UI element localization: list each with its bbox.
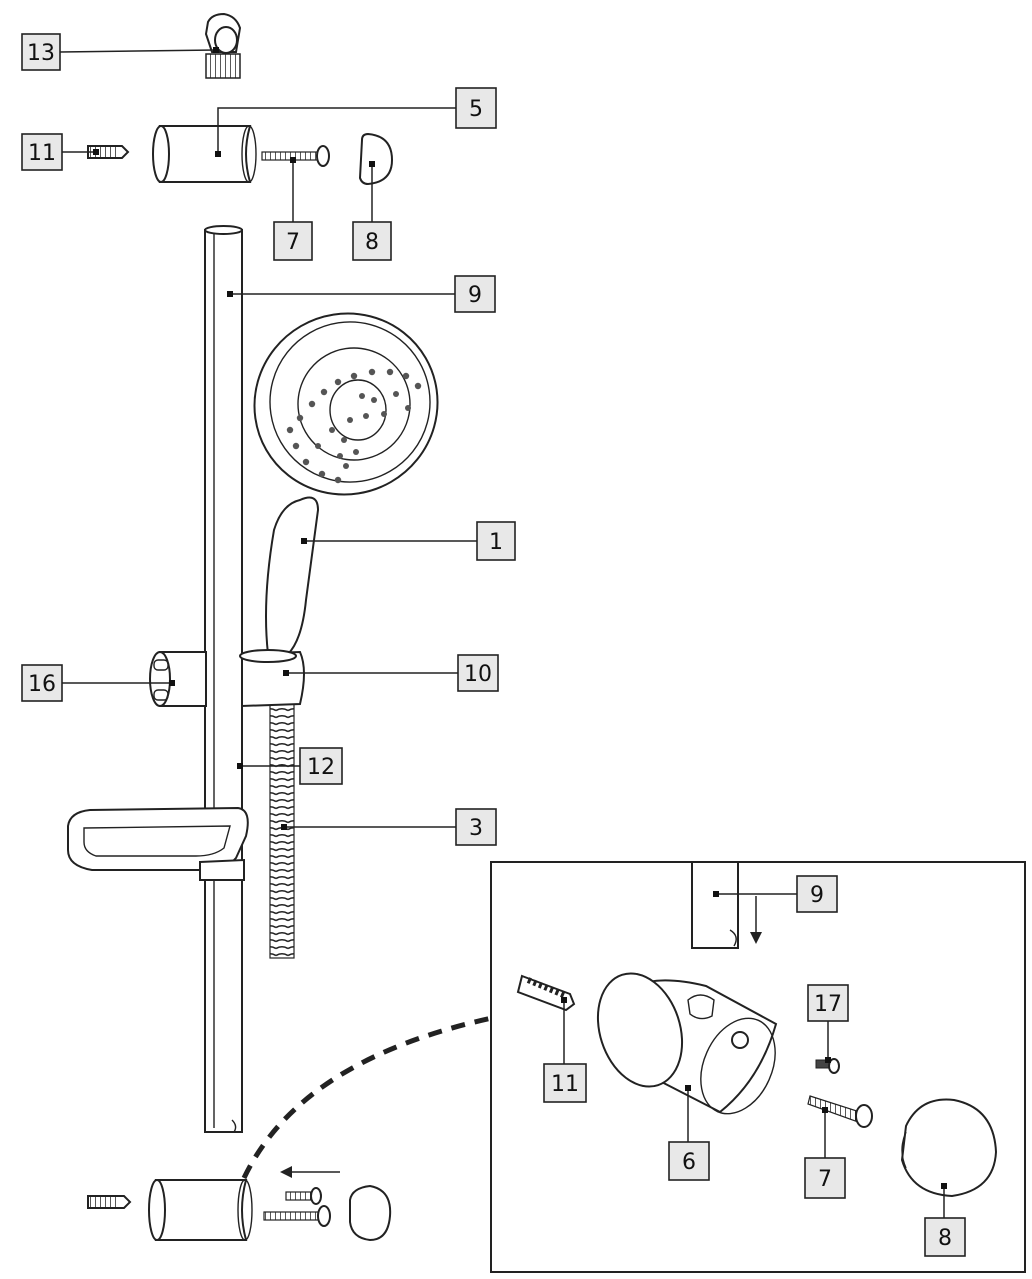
callout-16: 16 bbox=[21, 664, 63, 702]
inset-callout-8: 8 bbox=[924, 1217, 966, 1257]
svg-text:1: 1 bbox=[489, 530, 503, 555]
svg-text:8: 8 bbox=[938, 1226, 952, 1251]
inset-callout-6: 6 bbox=[668, 1141, 710, 1181]
svg-text:7: 7 bbox=[818, 1167, 832, 1192]
svg-text:17: 17 bbox=[814, 992, 842, 1017]
svg-text:12: 12 bbox=[307, 755, 335, 780]
top-bracket-part bbox=[152, 125, 257, 183]
inset-wall-plug-part bbox=[516, 974, 576, 1012]
inset-rail-end-part bbox=[691, 861, 762, 949]
inset-screw-part bbox=[807, 1095, 873, 1128]
inset-callout-17: 17 bbox=[807, 984, 849, 1022]
inset-callout-9: 9 bbox=[796, 875, 838, 913]
svg-text:3: 3 bbox=[469, 816, 483, 841]
inset-bracket-part bbox=[596, 972, 778, 1115]
svg-text:6: 6 bbox=[682, 1150, 696, 1175]
svg-text:11: 11 bbox=[551, 1072, 579, 1097]
svg-text:13: 13 bbox=[27, 41, 55, 66]
svg-text:5: 5 bbox=[469, 97, 483, 122]
svg-text:16: 16 bbox=[28, 672, 56, 697]
detail-connector-dashed-curve bbox=[241, 1015, 493, 1180]
inset-callout-7: 7 bbox=[804, 1157, 846, 1199]
svg-text:7: 7 bbox=[286, 230, 300, 255]
slide-rail-part bbox=[204, 225, 243, 1133]
leader-lines bbox=[59, 47, 947, 1218]
hand-shower-part bbox=[253, 312, 439, 655]
callout-10: 10 bbox=[457, 654, 499, 692]
callout-11: 11 bbox=[21, 133, 63, 171]
callout-12: 12 bbox=[299, 747, 343, 785]
callout-5: 5 bbox=[455, 87, 497, 129]
inset-small-screw-part bbox=[815, 1058, 840, 1074]
callout-8: 8 bbox=[352, 221, 392, 261]
slider-holder-part bbox=[149, 649, 305, 708]
swivel-connector-part bbox=[204, 12, 242, 79]
svg-text:9: 9 bbox=[810, 883, 824, 908]
callout-1: 1 bbox=[476, 521, 516, 561]
svg-text:9: 9 bbox=[468, 283, 482, 308]
bottom-bracket-assembly-part bbox=[87, 1166, 392, 1242]
callout-3: 3 bbox=[455, 808, 497, 846]
callout-13: 13 bbox=[21, 33, 61, 71]
svg-text:11: 11 bbox=[28, 141, 56, 166]
callout-9: 9 bbox=[454, 275, 496, 313]
soap-dish-part bbox=[67, 806, 249, 881]
cover-cap-top-part bbox=[358, 132, 394, 186]
inset-cover-cap-part bbox=[900, 1098, 998, 1198]
svg-text:10: 10 bbox=[464, 662, 492, 687]
svg-text:8: 8 bbox=[365, 230, 379, 255]
inset-callout-11: 11 bbox=[543, 1063, 587, 1103]
callout-7: 7 bbox=[273, 221, 313, 261]
